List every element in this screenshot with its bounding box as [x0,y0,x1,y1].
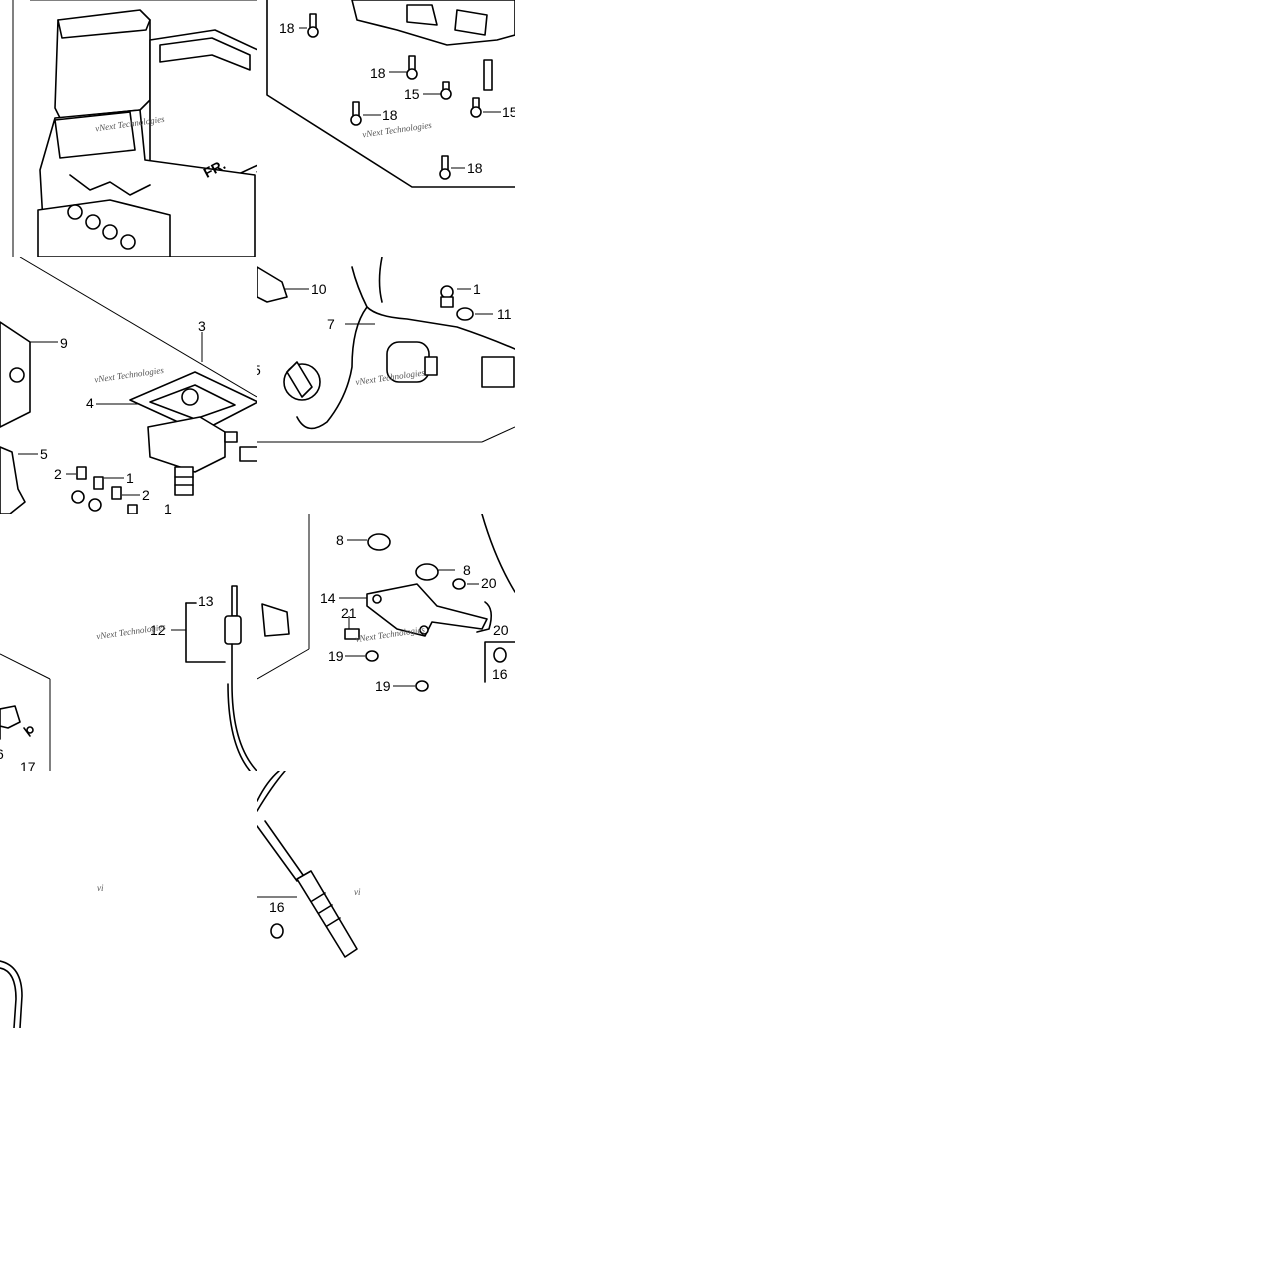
spacer-16 [484,641,515,683]
callout-1-b: 1 [164,501,172,514]
terminal-block-5 [0,446,26,514]
cable-end-6 [0,705,21,740]
battery-cover-right [149,29,257,186]
callout-17: 17 [20,759,36,771]
callout-16: 16 [269,899,285,915]
washer-20-a [452,578,466,590]
screw-18-b [406,55,418,80]
callout-18-b: 18 [370,65,386,81]
callout-19-a: 19 [328,648,344,664]
callout-13: 13 [198,593,214,609]
callout-8-a: 8 [336,532,344,548]
spacer-16 [270,923,284,939]
clip-connector [261,603,290,637]
callout-6: 6 [0,746,4,762]
screw-18-a [307,13,319,38]
tile-speedometer-cable: 13 12 6 17 vNext Technologies [0,514,257,771]
tile-fasteners: 18 18 15 15 18 18 vNext Technologies [257,0,515,257]
watermark-short: vi [354,887,361,897]
front-arrow-icon [256,171,257,173]
callout-10: 10 [311,281,327,297]
tile-cable-end: 16 vi [257,771,515,1028]
relay-module [386,341,438,383]
bolt-15-a [440,81,452,100]
screw-17 [23,726,34,737]
callout-2-a: 2 [54,466,62,482]
grommet-8-a [367,533,391,551]
callout-5: 5 [40,446,48,462]
callout-1: 1 [473,281,481,297]
callout-15-a: 15 [404,86,420,102]
callout-15-b: 15 [502,104,515,120]
callout-8-b: 8 [463,562,471,578]
callout-18-a: 18 [279,20,295,36]
callout-2-b: 2 [142,487,150,503]
callout-7: 7 [327,316,335,332]
callout-4: 4 [86,395,94,411]
watermark: vNext Technologies [355,624,426,644]
grommet-8-b [415,563,439,581]
bolt-15-b [470,97,482,118]
callout-20-a: 20 [481,575,497,591]
bracket-14 [366,583,493,637]
bulb-socket-1 [440,285,454,308]
battery-case-9 [0,321,31,428]
callout-1-a: 1 [126,470,134,486]
starter-relay [147,416,257,496]
callout-5: 5 [257,362,261,378]
callout-11: 11 [497,306,512,322]
watermark: vNext Technologies [94,365,165,385]
callout-14: 14 [320,590,336,606]
connector-block [481,356,515,388]
horn-connector [283,361,321,401]
callout-18-c: 18 [382,107,398,123]
nut-19-b [415,680,429,692]
watermark-short: vi [97,883,104,893]
battery-cover-left [54,9,151,119]
watermark: vNext Technologies [96,622,167,642]
callout-18-d: 18 [467,160,483,176]
screw-18-d [439,155,451,180]
screw-18-c [350,101,362,126]
callout-16: 16 [492,666,508,682]
callout-20-b: 20 [493,622,509,638]
terminal-caps [71,466,138,514]
callout-9: 9 [60,335,68,351]
battery-tray [37,109,256,257]
wire-harness-7 [296,257,515,430]
callout-12: 12 [150,622,166,638]
speedometer-cable-end [257,820,358,958]
speedometer-cable-12 [224,585,257,771]
callout-21: 21 [341,605,357,621]
tile-starter-relay: 9 3 4 5 2 1 2 1 vNext Technologies [0,257,257,514]
tile-bracket: 8 8 20 14 21 20 19 16 19 vNext Technolog… [257,514,515,771]
nut-19-a [365,650,379,662]
callout-19-b: 19 [375,678,391,694]
tile-wire-harness: 10 1 7 11 5 vNext Technologies [257,257,515,514]
tile-battery-case: FR. vNext Technologies [0,0,257,257]
grommet-11 [456,307,474,321]
callout-3: 3 [198,318,206,334]
bolt-21 [344,628,360,640]
tile-cable-loop: vi [0,771,257,1028]
